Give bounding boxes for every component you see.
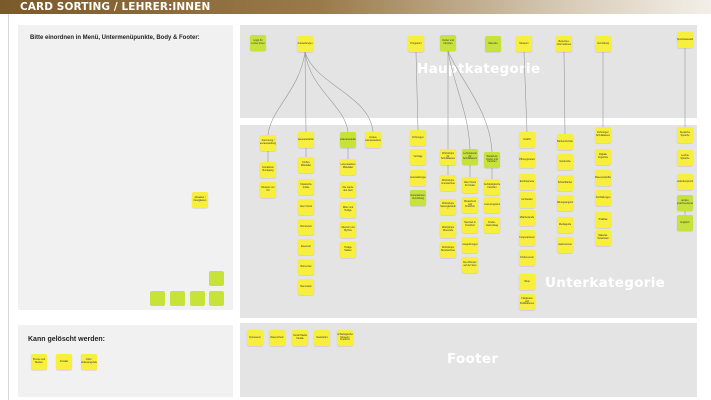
sticky-note[interactable]: Leichte Sprache (677, 150, 693, 166)
blank-card[interactable] (209, 291, 224, 306)
blank-card[interactable] (209, 271, 224, 286)
blank-card[interactable] (190, 291, 205, 306)
sticky-note[interactable]: Dauerausstellung (298, 132, 314, 148)
sticky-note[interactable]: Museum (516, 36, 532, 52)
sticky-note[interactable]: Presse und Medien (31, 354, 47, 370)
sticky-note[interactable]: Veranstaltungen (410, 170, 426, 186)
sticky-note[interactable]: Jobs / Stellenangebote (81, 354, 97, 370)
sticky-note[interactable]: Garderobe (557, 154, 573, 170)
sticky-note[interactable]: Führungen Schulklassen (595, 127, 611, 143)
sticky-note[interactable]: Newsletter (314, 330, 330, 346)
sticky-note[interactable]: Login für Lehrer:innen (250, 35, 266, 51)
sticky-note[interactable]: Archäologische Familien (484, 179, 500, 195)
sticky-note[interactable]: Aktuelles / Neuigkeiten (192, 192, 208, 208)
sticky-note[interactable]: Workshops für Schulklassen (440, 149, 456, 165)
sticky-note[interactable]: Workshops Sekundarstufe I (440, 199, 456, 215)
sticky-note[interactable]: Bodenfund und Frankfurt (462, 197, 478, 213)
sticky-note[interactable]: Shop (519, 274, 535, 290)
sticky-note[interactable]: Alter Orient für Kinder (462, 177, 478, 193)
sticky-note[interactable]: Öffnungszeiten (519, 152, 535, 168)
sticky-note[interactable]: Englisch (677, 215, 693, 231)
sticky-note[interactable]: Lehrmaterial für Schulklassen (462, 149, 478, 165)
blank-card[interactable] (170, 291, 185, 306)
sticky-note[interactable]: Kinder und Familien (440, 35, 456, 51)
sticky-note[interactable]: Sonderausstellung (340, 132, 356, 148)
sticky-note[interactable]: Schließfächer (557, 175, 573, 191)
sticky-note[interactable]: Anfahrt (519, 132, 535, 148)
sticky-note[interactable]: Ferienprogramm (484, 197, 500, 213)
sticky-note[interactable]: Frühes Mittelalter (298, 157, 314, 173)
sticky-note[interactable]: Archäologisches Museum Frankfurt (337, 330, 353, 346)
sticky-note[interactable]: Architektur (519, 192, 535, 208)
sticky-note[interactable]: Ritter und Heilige (340, 202, 356, 218)
sticky-note[interactable]: Tätigkeiten und Publikationen (519, 294, 535, 310)
sticky-note[interactable]: Förderverein (519, 250, 535, 266)
sticky-note[interactable]: Impressum (247, 330, 263, 346)
sub-category-title: Unterkategorie (545, 275, 666, 291)
sticky-note[interactable]: Besucher-informationen (556, 36, 572, 52)
sticky-note[interactable]: Workshops Oberstufe (440, 222, 456, 238)
sticky-note[interactable]: Digitale Angebote (595, 149, 611, 165)
sticky-note[interactable]: Gebärdensprache (677, 174, 693, 190)
footer-title: Footer (447, 351, 499, 367)
frame-divider (8, 14, 9, 400)
sticky-note[interactable]: Bildungsangebot (557, 195, 573, 211)
sticky-note[interactable]: Workshops Berufsschule (440, 242, 456, 258)
sticky-note[interactable]: Eintrittspreise (519, 174, 535, 190)
sticky-note[interactable]: Klassische Antike (298, 179, 314, 195)
sticky-note[interactable]: Programm (408, 36, 424, 52)
sticky-note[interactable]: Workshops Grundschule (440, 175, 456, 191)
sticky-note[interactable]: Kontakt (56, 354, 72, 370)
sticky-note[interactable]: Kalender (485, 36, 501, 52)
sticky-note[interactable]: andere Sprachversionen (677, 195, 693, 211)
sticky-note[interactable]: Vorträge (410, 149, 426, 165)
blank-card[interactable] (150, 291, 165, 306)
sticky-note[interactable]: Interaktiver Rundgang (260, 162, 276, 178)
sticky-note[interactable]: Die Lanze des Jazz (340, 182, 356, 198)
sticky-note[interactable]: Heilige Stätten (340, 242, 356, 258)
sticky-note[interactable]: Vermittlung (595, 36, 611, 52)
sticky-note[interactable]: Gastronomie (557, 237, 573, 253)
sticky-note[interactable]: Social Media Kanäle (292, 330, 308, 346)
sticky-note[interactable]: Steinzeit in Frankfurt (462, 217, 478, 233)
main-category-title: Hauptkategorie (417, 61, 541, 77)
sticky-note[interactable]: Führungen (410, 130, 426, 146)
sticky-note[interactable]: Steinzeiten (298, 279, 314, 295)
sticky-note[interactable]: Kinder-Geburtstag (484, 217, 500, 233)
instruction-text: Bitte einordnen in Menü, Untermenüpunkte… (30, 35, 200, 41)
sticky-note[interactable]: Den Römern auf der Spur (462, 257, 478, 273)
page-title: CARD SORTING / LEHRER:INNEN (20, 1, 211, 13)
sticky-note[interactable]: Fortbildungen (595, 190, 611, 206)
sticky-note[interactable]: Ausstellungen (297, 36, 313, 52)
sticky-note[interactable]: Deutsche Sprache (677, 127, 693, 143)
delete-panel: Kann gelöscht werden: (18, 325, 233, 397)
sticky-note[interactable]: Eisenzeit (298, 239, 314, 255)
sticky-note[interactable]: Andere Sonderausstellungen (365, 132, 381, 148)
sticky-note[interactable]: Museum vor Ort (260, 182, 276, 198)
sticky-note[interactable]: Material-Download (595, 230, 611, 246)
delete-title: Kann gelöscht werden: (28, 336, 106, 343)
sticky-note[interactable]: Generationen-Vermittlung (410, 190, 426, 206)
sticky-note[interactable]: Sammlung / Dauerausstellungen (260, 135, 276, 151)
sticky-note[interactable]: Sprachauswahl (677, 32, 693, 48)
sticky-note[interactable]: Ausgrabungen (462, 237, 478, 253)
sticky-note[interactable]: Mitarbeitende (519, 210, 535, 226)
sticky-note[interactable]: Römerzeit (298, 259, 314, 275)
sticky-note[interactable]: Datenschutz (269, 330, 285, 346)
footer-zone: Footer (240, 323, 697, 397)
sticky-note[interactable]: Praktika (595, 212, 611, 228)
sticky-note[interactable]: Workshop Kinder und Familien (484, 152, 500, 168)
sticky-note[interactable]: Lebenswelten Mittelalter (340, 159, 356, 175)
sticky-note[interactable]: Barrierefreiheit (557, 134, 573, 150)
sticky-note[interactable]: Museumskoffer (595, 170, 611, 186)
sticky-note[interactable]: Kooperationen (519, 230, 535, 246)
sticky-note[interactable]: Bronzezeit (298, 219, 314, 235)
sticky-note[interactable]: Mensch und Mythos (340, 222, 356, 238)
unsorted-panel: Bitte einordnen in Menü, Untermenüpunkte… (18, 25, 233, 310)
sticky-note[interactable]: Alter Orient (298, 199, 314, 215)
header-bar: CARD SORTING / LEHRER:INNEN (0, 0, 711, 14)
sticky-note[interactable]: Mediaguide (557, 217, 573, 233)
